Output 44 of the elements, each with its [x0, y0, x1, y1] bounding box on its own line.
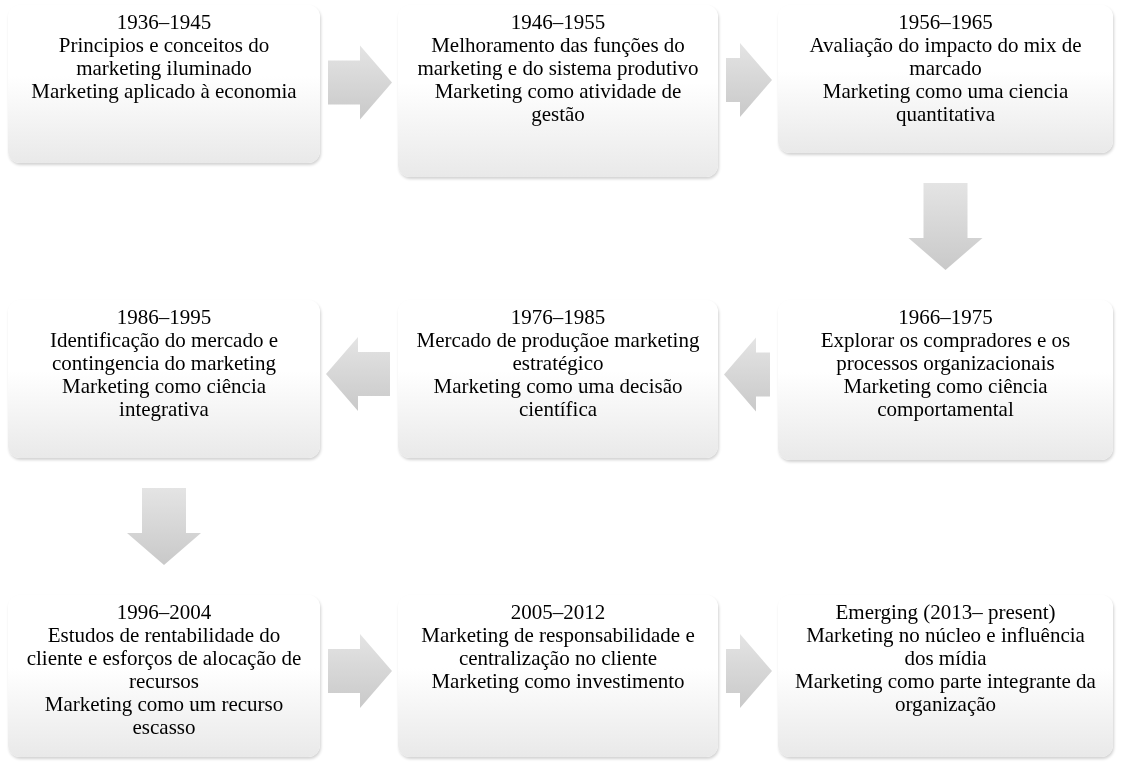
timeline-box [398, 5, 718, 177]
description-text: Mercado de produçãoe marketing estratégico [415, 329, 701, 375]
description-text: Marketing como investimento [430, 670, 686, 693]
period-heading: Emerging (2013– present) [834, 601, 1057, 624]
block-arrow [326, 337, 390, 411]
period-heading: 1956–1965 [897, 11, 994, 34]
timeline-box [398, 595, 718, 757]
description-text: Marketing no núcleo e influência dos mídia [805, 624, 1086, 670]
period-heading: 1936–1945 [115, 11, 213, 34]
period-heading: 1946–1955 [509, 11, 607, 34]
block-arrow [726, 43, 772, 117]
period-heading: 2005–2012 [509, 601, 607, 624]
description-text: Marketing como ciência comportamental [843, 375, 1048, 421]
block-arrow [127, 488, 201, 565]
block-arrow [328, 634, 392, 708]
block-arrow [724, 337, 770, 412]
block-arrow [908, 183, 983, 270]
description-text: Avaliação do impacto do mix de marcado [808, 34, 1083, 80]
description-text: Principios e conceitos do marketing iluminado [57, 34, 271, 80]
timeline-box [778, 300, 1113, 460]
description-text: Identificação do mercado e contingencia do marketing [49, 329, 279, 375]
description-text: Estudos de rentabilidade do cliente e esforços de alocação de recursos [25, 624, 303, 693]
description-text: Marketing de responsabilidade e centralização no cliente [420, 624, 696, 670]
timeline-box [778, 595, 1113, 757]
timeline-box [398, 300, 718, 458]
period-heading: 1976–1985 [509, 306, 607, 329]
description-text: Marketing como um recurso escasso [43, 693, 285, 739]
timeline-box [8, 300, 320, 458]
timeline-box [8, 595, 320, 757]
timeline-box [778, 5, 1113, 153]
description-text: Marketing como uma ciencia quantitativa [821, 80, 1070, 126]
description-text: Marketing como uma decisão científica [432, 375, 684, 421]
description-text: Melhoramento das funções do marketing e do sistema produtivo [416, 34, 700, 80]
description-text: Marketing aplicado à economia [30, 80, 298, 103]
timeline-box [8, 5, 320, 163]
period-heading: 1986–1995 [115, 306, 213, 329]
description-text: Marketing como parte integrante da organização [794, 670, 1097, 716]
period-heading: 1966–1975 [897, 306, 994, 329]
block-arrow [328, 45, 392, 120]
description-text: Marketing como ciência integrativa [61, 375, 267, 421]
period-heading: 1996–2004 [115, 601, 213, 624]
description-text: Explorar os compradores e os processos organizacionais [819, 329, 1072, 375]
description-text: Marketing como atividade de gestão [434, 80, 682, 126]
block-arrow [726, 634, 772, 708]
